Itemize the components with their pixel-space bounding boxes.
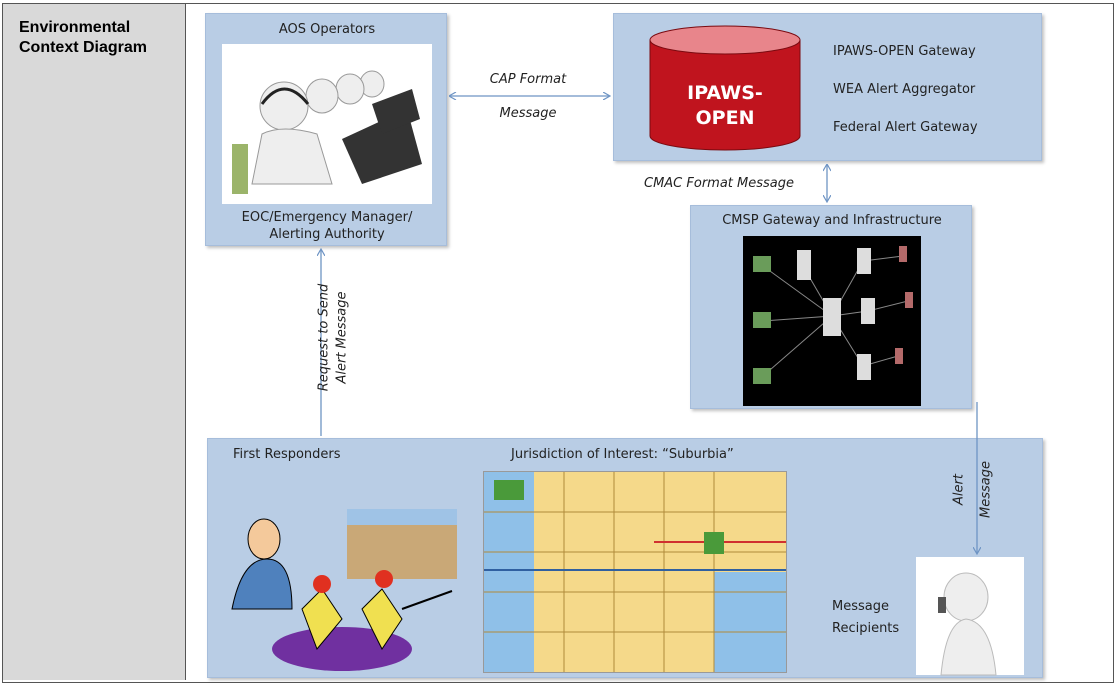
- responders-illustration: [222, 479, 472, 679]
- cmac-label: CMAC Format Message: [644, 176, 795, 191]
- recipient-figure: [938, 572, 997, 676]
- bottom-box: First Responders Jurisdiction of Interes…: [207, 438, 1043, 678]
- diagram-label: Environmental Context Diagram: [19, 19, 148, 56]
- aos-operators-box: AOS Operators EOC/Emergency Manager/ Ale…: [205, 13, 447, 246]
- jurisdiction-title: Jurisdiction of Interest: “Suburbia”: [511, 447, 734, 462]
- operators-figure: [232, 70, 422, 194]
- cylinder-label-1: IPAWS-: [687, 82, 763, 104]
- request-label-1: Request to Send: [316, 283, 332, 392]
- label-cell: Environmental Context Diagram: [3, 4, 186, 680]
- operators-illustration: [222, 44, 432, 204]
- ipaws-cylinder: [649, 25, 801, 151]
- network-figure: [753, 246, 913, 384]
- recipients-label-1: Message: [832, 599, 889, 614]
- alert-label-2: Message: [978, 461, 994, 518]
- responders-figure: [231, 509, 457, 671]
- ipaws-item-3: Federal Alert Gateway: [833, 120, 978, 135]
- cap-label-1: CAP Format: [489, 72, 567, 87]
- recipient-illustration: [916, 557, 1024, 676]
- cap-label-2: Message: [499, 106, 557, 121]
- suburbia-map: [483, 471, 787, 673]
- aos-operators-title: AOS Operators: [278, 22, 376, 37]
- recipients-label-2: Recipients: [832, 621, 900, 636]
- ipaws-item-1: IPAWS-OPEN Gateway: [833, 44, 976, 59]
- ipaws-open-box: IPAWS- OPEN IPAWS-OPEN Gateway WEA Alert…: [613, 13, 1042, 161]
- first-responders-title: First Responders: [233, 447, 341, 462]
- cmsp-box: CMSP Gateway and Infrastructure: [690, 205, 972, 409]
- alert-label-1: Alert: [951, 474, 967, 505]
- request-label-2: Alert Message: [334, 291, 350, 384]
- map-figure: [484, 472, 786, 672]
- aos-subtitle-2: Alerting Authority: [269, 227, 385, 242]
- ipaws-item-2: WEA Alert Aggregator: [833, 82, 976, 97]
- cmsp-title: CMSP Gateway and Infrastructure: [722, 213, 942, 228]
- cylinder-label-2: OPEN: [695, 107, 755, 129]
- aos-subtitle-1: EOC/Emergency Manager/: [241, 210, 413, 225]
- network-illustration: [743, 236, 921, 406]
